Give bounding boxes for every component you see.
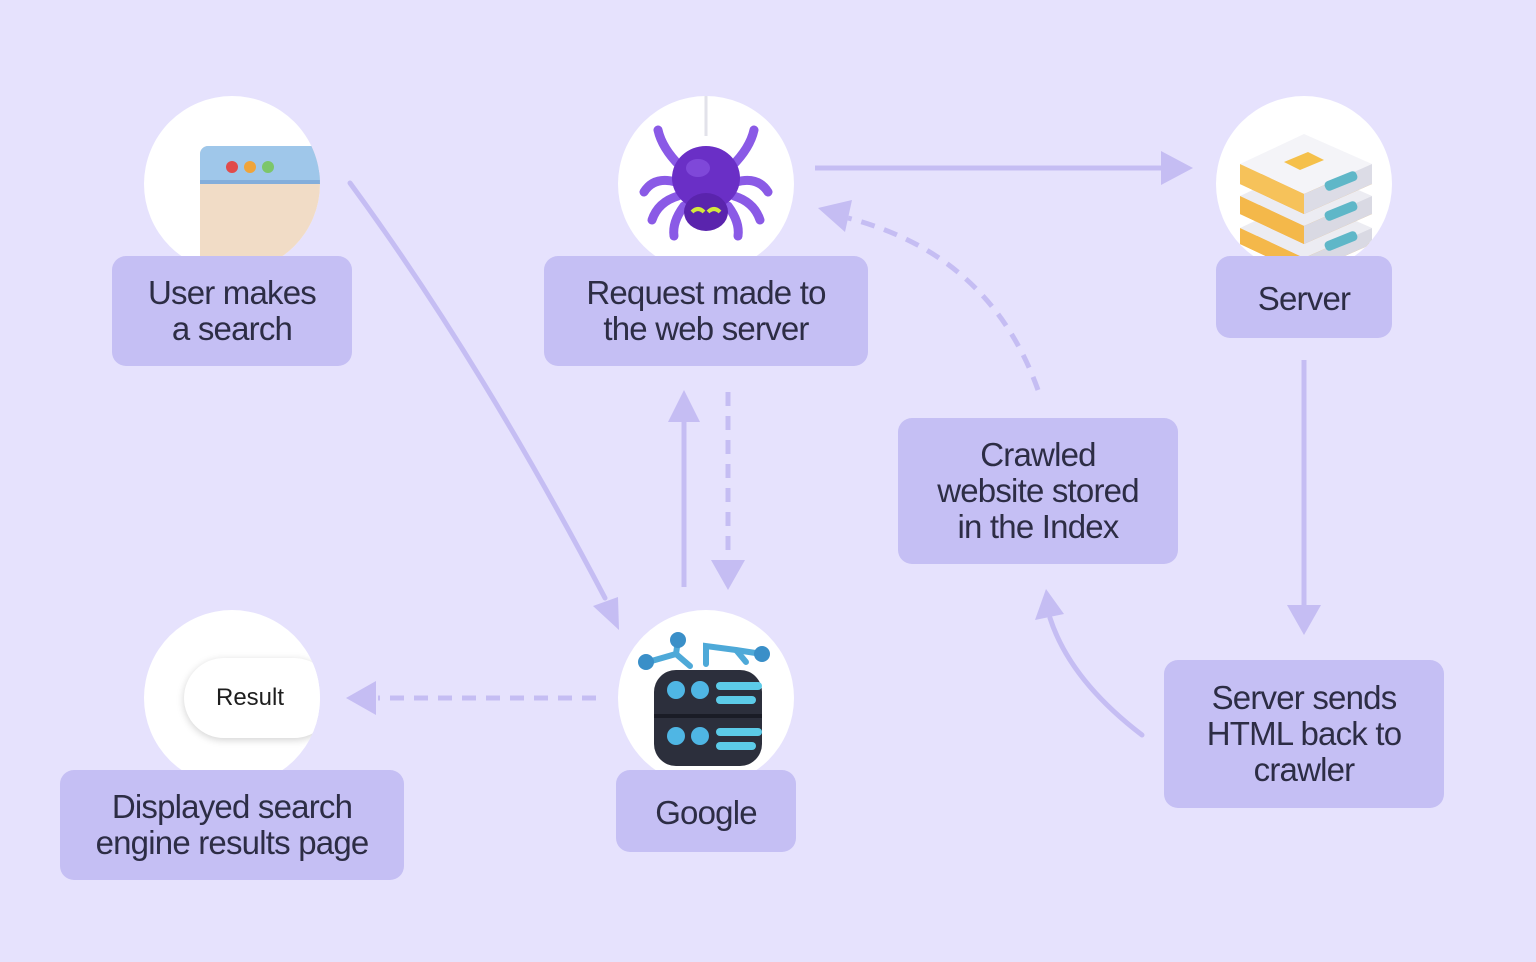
- server-line-1: Server: [1257, 280, 1351, 317]
- arrow-server-to-sends: [1287, 360, 1321, 635]
- google-circle: [618, 610, 794, 786]
- server-sends-line-1: Server sends: [1211, 679, 1398, 716]
- arrow-sends-to-crawled: [1035, 589, 1145, 738]
- user-search-line-2: a search: [171, 310, 293, 347]
- user-search-label: User makes a search: [112, 256, 352, 366]
- arrow-google-to-request: [668, 390, 700, 587]
- server-stack-icon: [1240, 134, 1372, 272]
- google-line-1: Google: [655, 794, 757, 831]
- arrow-crawled-to-request: [818, 200, 1041, 391]
- results-line-1: Displayed search: [111, 788, 353, 825]
- crawled-line-3: in the Index: [957, 508, 1119, 545]
- results-circle: Result: [144, 610, 320, 786]
- server-sends-line-3: crawler: [1253, 751, 1356, 788]
- arrow-google-to-results: [346, 681, 596, 715]
- server-sends-label: Server sends HTML back to crawler: [1164, 660, 1444, 808]
- arrow-request-to-server: [815, 151, 1193, 185]
- user-search-circle: [144, 96, 320, 272]
- database-network-icon: [638, 632, 770, 766]
- spider-crawler-icon: [639, 96, 773, 241]
- browser-window-icon: [200, 146, 320, 272]
- results-line-2: engine results page: [95, 824, 370, 861]
- request-circle: [618, 96, 794, 272]
- arrow-user-to-google: [347, 180, 619, 630]
- request-line-1: Request made to: [586, 274, 826, 311]
- server-label: Server: [1216, 256, 1392, 338]
- crawled-line-1: Crawled: [980, 436, 1096, 473]
- crawled-line-2: website stored: [937, 472, 1139, 509]
- crawled-label: Crawled website stored in the Index: [898, 418, 1178, 564]
- request-label: Request made to the web server: [544, 256, 868, 366]
- arrow-request-to-google: [711, 392, 745, 590]
- result-pill: Result: [184, 658, 320, 738]
- server-sends-line-2: HTML back to: [1206, 715, 1402, 752]
- result-pill-text: Result: [216, 684, 285, 711]
- google-label: Google: [616, 770, 796, 852]
- user-search-line-1: User makes: [147, 274, 317, 311]
- request-line-2: the web server: [603, 310, 809, 347]
- server-circle: [1216, 96, 1392, 272]
- results-label: Displayed search engine results page: [60, 770, 404, 880]
